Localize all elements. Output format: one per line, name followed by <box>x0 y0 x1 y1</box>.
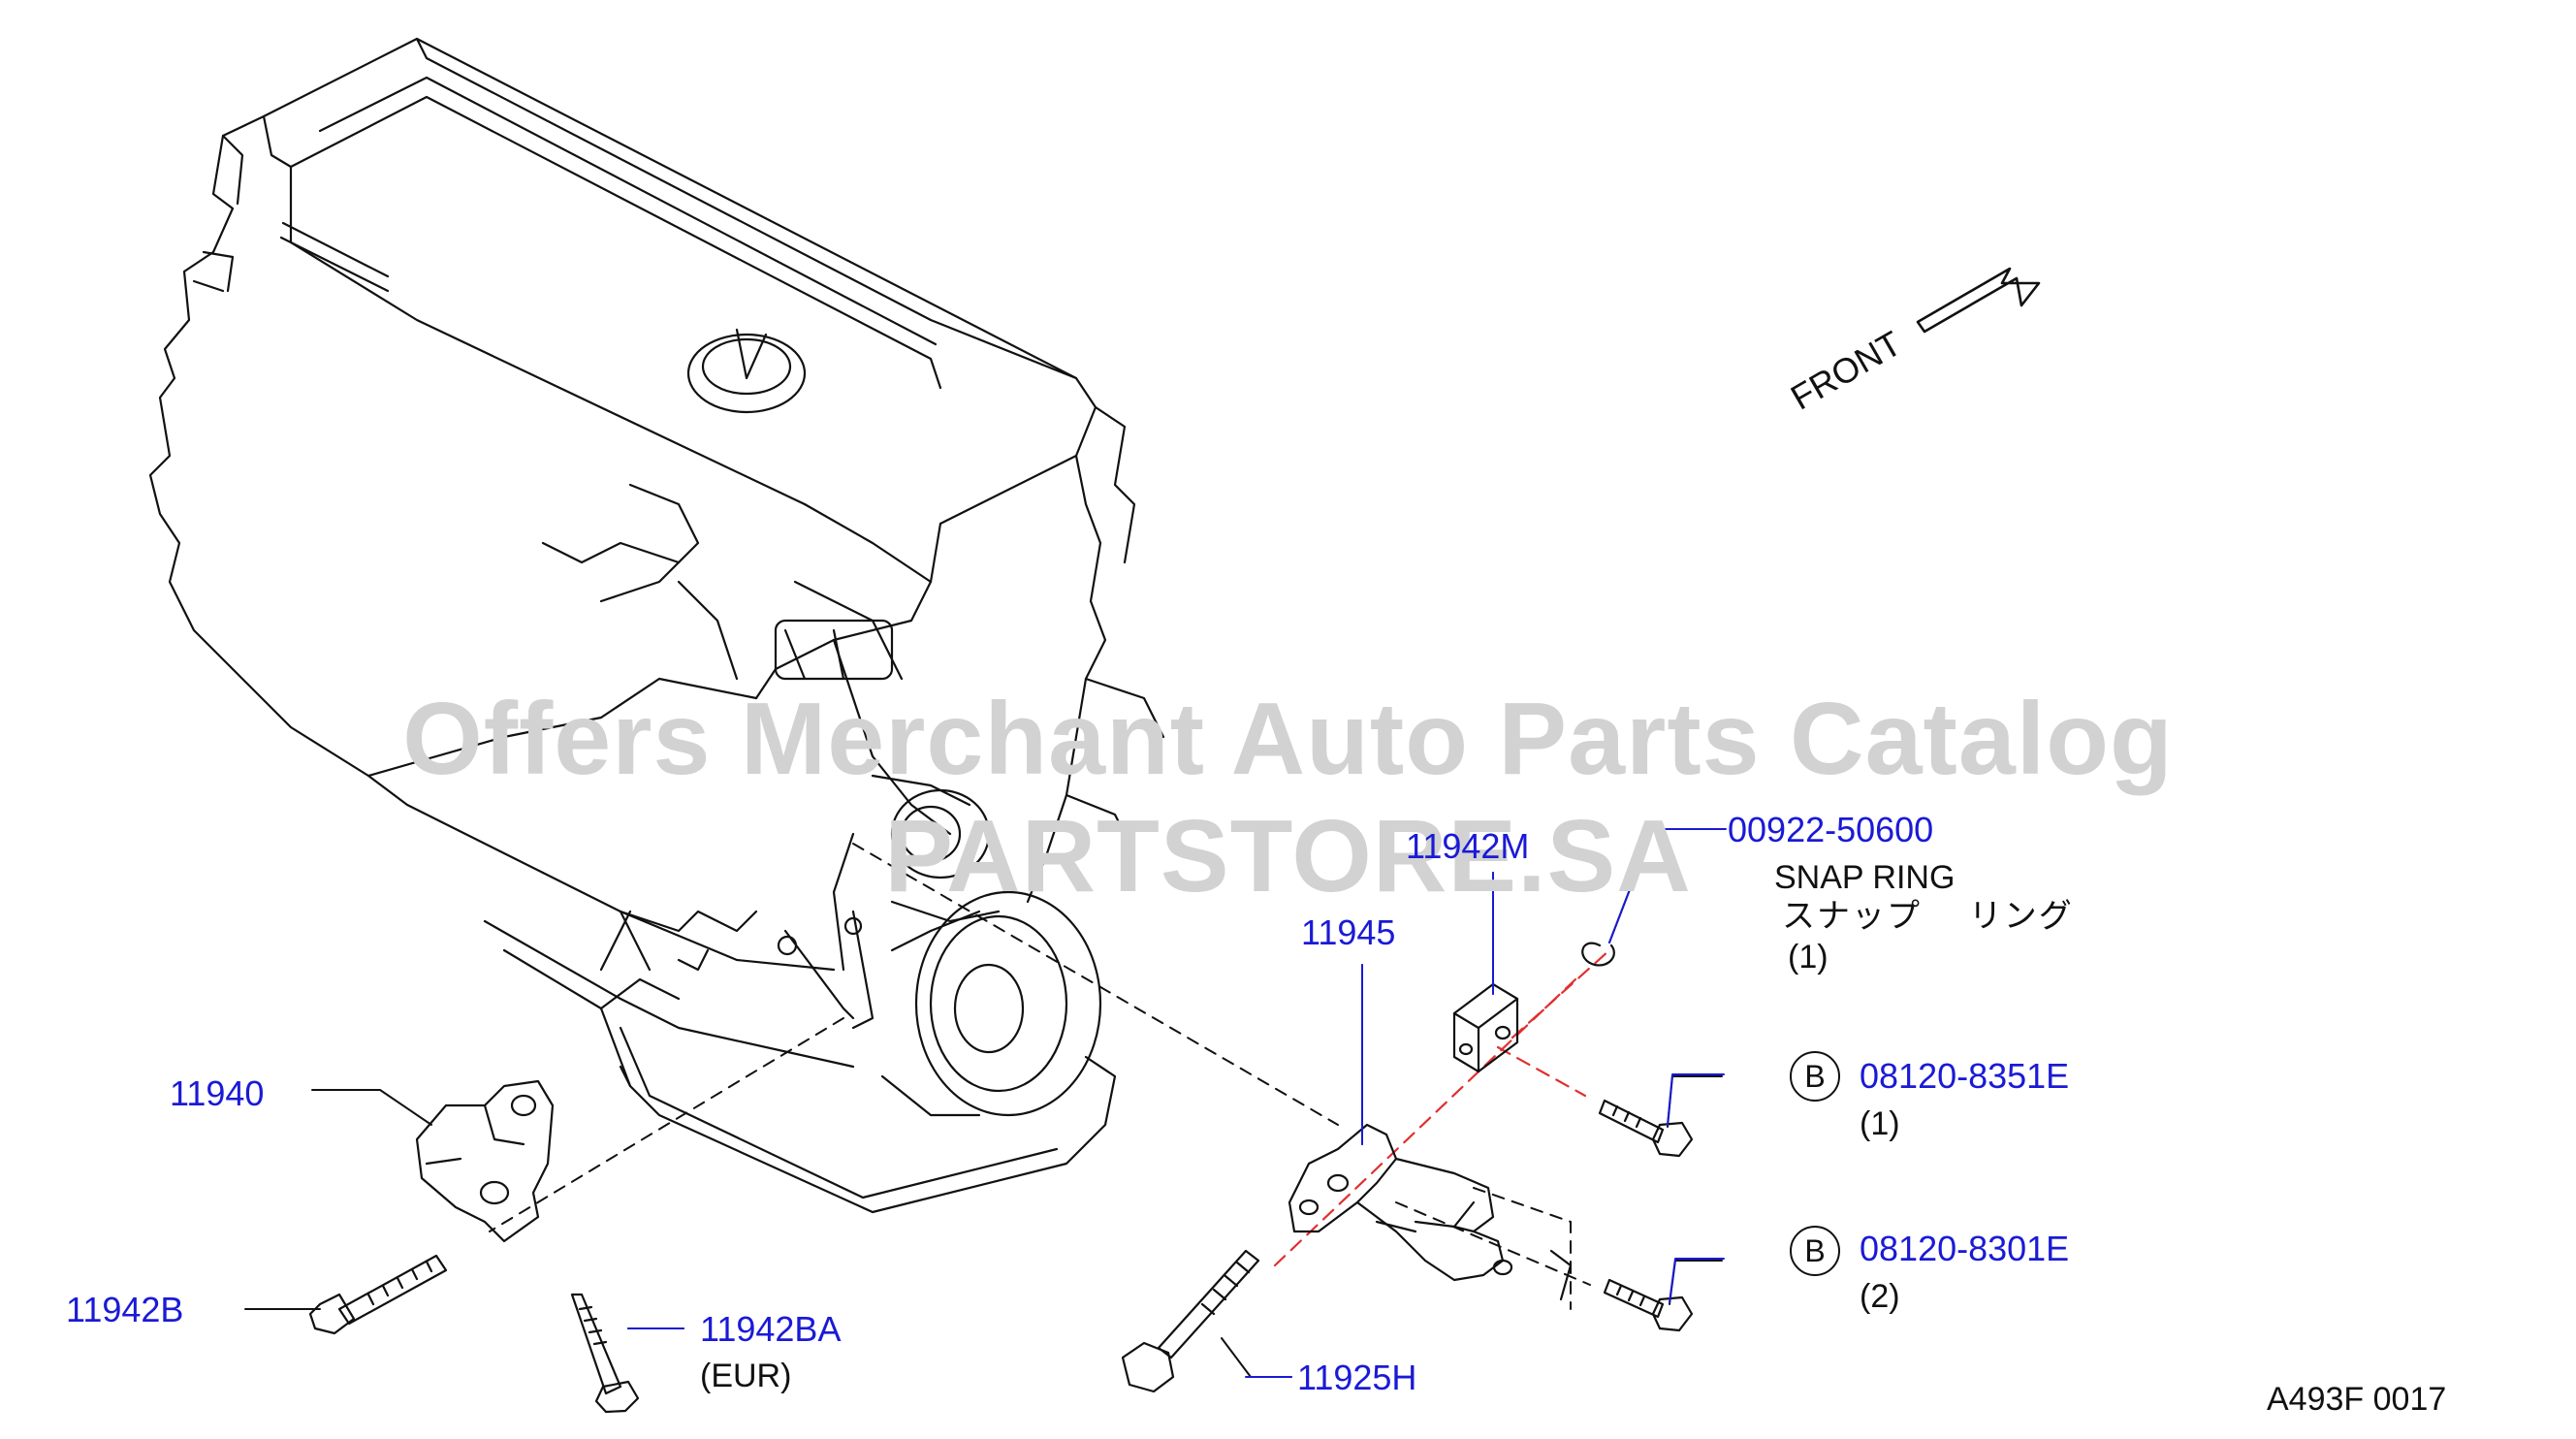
part-note-eur: (EUR) <box>700 1358 792 1394</box>
bolt2-marker-b: B <box>1790 1226 1840 1276</box>
bolt1-qty: (1) <box>1860 1105 1900 1142</box>
snap-ring-name: SNAP RING <box>1774 859 1956 896</box>
part-11942BA-bolt <box>570 1293 640 1414</box>
engine-block <box>148 37 1165 1214</box>
part-08120-8351E-bolt <box>1598 1099 1694 1158</box>
part-number-11942M[interactable]: 11942M <box>1406 826 1530 866</box>
part-11942M-block <box>1452 982 1519 1073</box>
part-number-snap-ring[interactable]: 00922-50600 <box>1728 810 1934 849</box>
part-snap-ring <box>1581 942 1615 967</box>
part-11942B-bolt <box>308 1254 448 1335</box>
part-number-11942BA[interactable]: 11942BA <box>700 1309 842 1349</box>
part-number-08120-8301E[interactable]: 08120-8301E <box>1860 1229 2070 1268</box>
figure-code: A493F 0017 <box>2267 1381 2447 1418</box>
part-11945-arm <box>1288 1123 1573 1301</box>
part-number-11945[interactable]: 11945 <box>1301 912 1396 952</box>
assembly-guide-lines <box>489 843 1591 1310</box>
snap-ring-name-jp: スナップ リング <box>1782 897 2074 936</box>
part-11940-bracket <box>415 1079 555 1243</box>
bolt1-marker-b: B <box>1790 1051 1840 1102</box>
part-number-11942B[interactable]: 11942B <box>66 1290 184 1329</box>
leader-lines-blue <box>627 828 1727 1378</box>
part-11925H-bolt <box>1121 1249 1260 1393</box>
part-number-11925H[interactable]: 11925H <box>1297 1358 1417 1397</box>
part-08120-8301E-bolt <box>1603 1278 1694 1332</box>
snap-ring-qty: (1) <box>1788 939 1829 975</box>
watermark: Offers Merchant Auto Parts Catalog PARTS… <box>402 682 2174 913</box>
red-center-axis <box>1273 948 1611 1267</box>
front-arrow-icon <box>1916 267 2041 334</box>
part-number-08120-8351E[interactable]: 08120-8351E <box>1860 1056 2070 1096</box>
part-number-11940[interactable]: 11940 <box>170 1073 265 1113</box>
bolt2-qty: (2) <box>1860 1278 1900 1315</box>
